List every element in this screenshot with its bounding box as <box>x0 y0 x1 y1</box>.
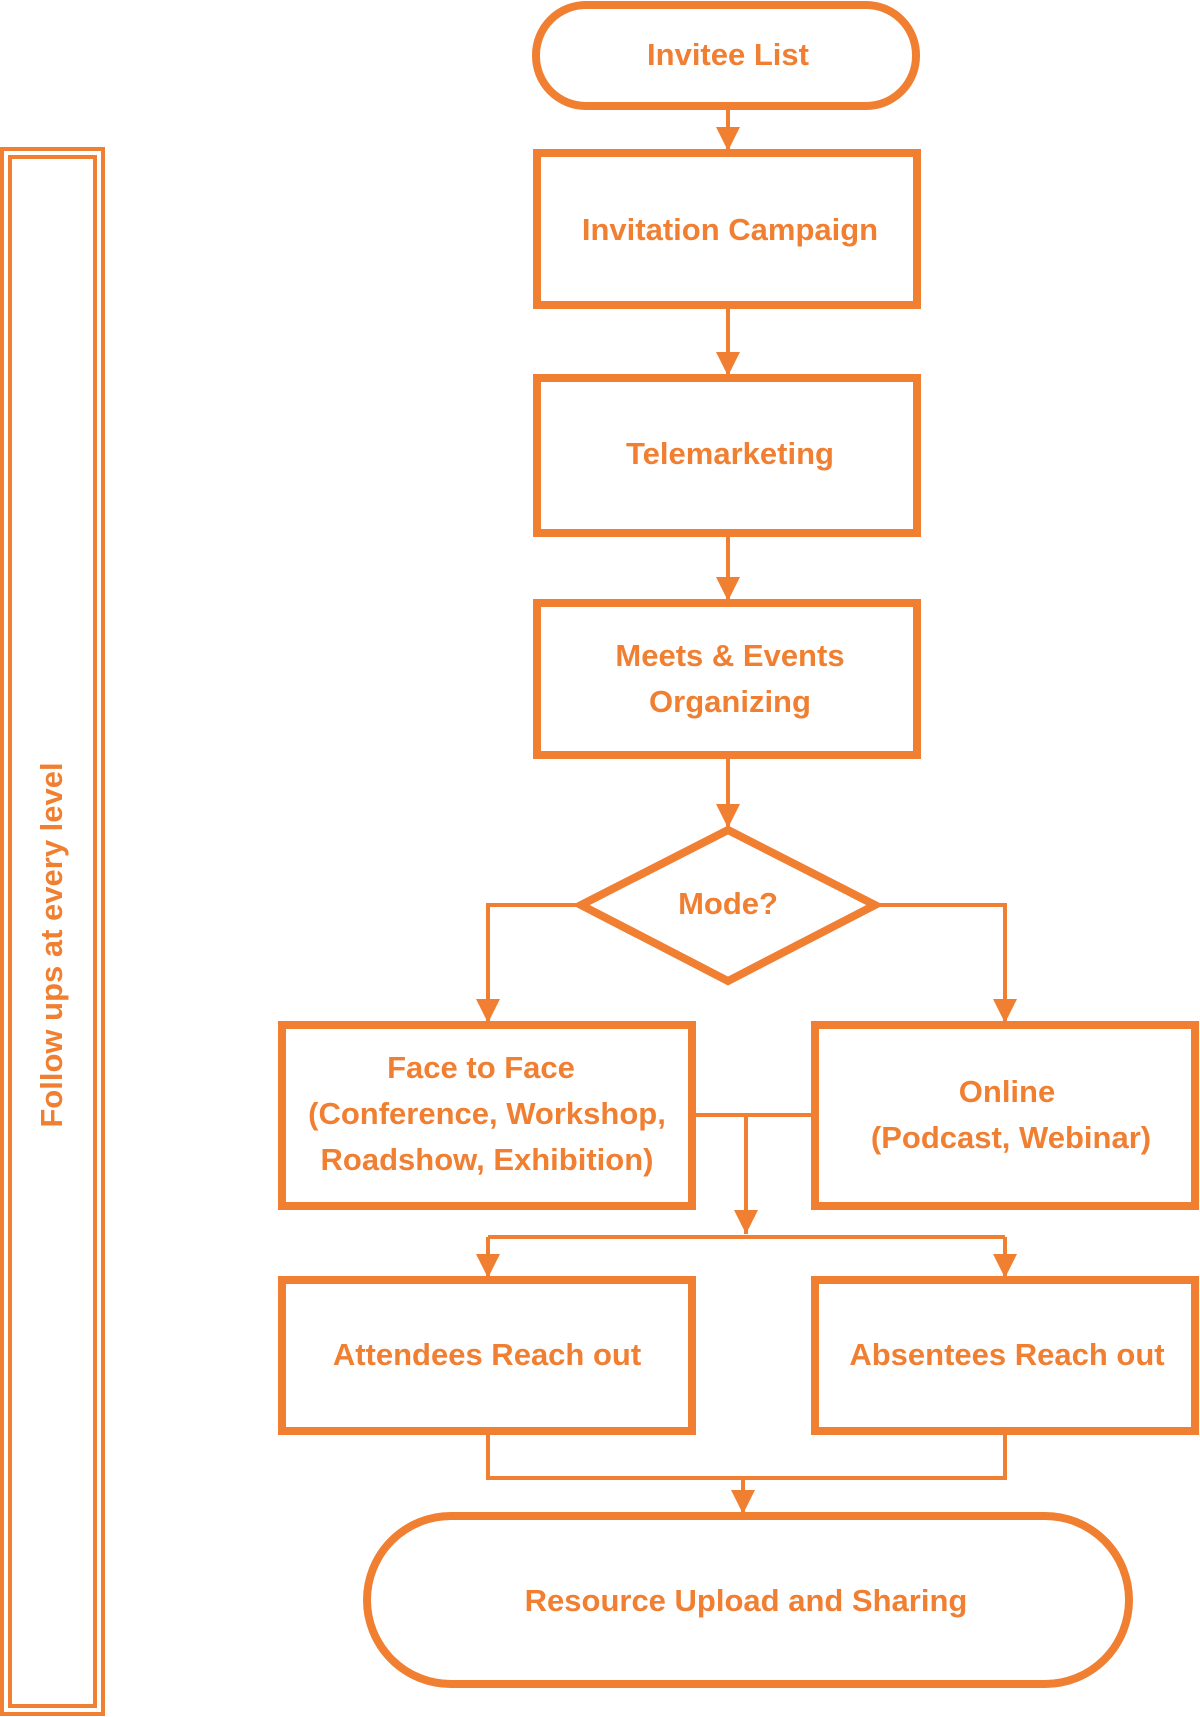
node-invitation-campaign: Invitation Campaign <box>533 149 921 309</box>
invitation-campaign-label: Invitation Campaign <box>582 212 878 247</box>
face-to-face-label-line2: (Conference, Workshop, <box>308 1096 666 1131</box>
online-label-line1: Online <box>959 1074 1055 1109</box>
edge-mode-to-online <box>875 903 1017 1023</box>
edge-mode-to-face-to-face <box>476 903 581 1023</box>
resource-upload-shape <box>363 1512 1133 1688</box>
node-invitee-list: Invitee List <box>532 1 920 110</box>
connectors <box>476 106 1017 1514</box>
invitee-list-label: Invitee List <box>647 37 809 72</box>
online-label-line2: (Podcast, Webinar) <box>871 1120 1151 1155</box>
absentees-reach-out-label: Absentees Reach out <box>849 1337 1164 1372</box>
meets-events-shape <box>533 599 921 759</box>
online-shape <box>811 1021 1199 1210</box>
node-absentees-reach-out: Absentees Reach out <box>811 1276 1199 1435</box>
side-panel-inner-border <box>8 155 97 1708</box>
mode-decision-shape <box>572 825 884 986</box>
face-to-face-label-line3: Roadshow, Exhibition) <box>321 1142 654 1177</box>
node-meets-events: Meets & Events Organizing <box>533 599 921 759</box>
node-resource-upload: Resource Upload and Sharing <box>363 1512 1133 1688</box>
node-attendees-reach-out: Attendees Reach out <box>278 1276 696 1435</box>
edge-attendees-to-join <box>486 1431 1007 1480</box>
meets-events-label-line1: Meets & Events <box>615 638 844 673</box>
attendees-reach-out-label: Attendees Reach out <box>333 1337 641 1372</box>
mode-decision-label: Mode? <box>678 886 778 921</box>
face-to-face-label-line1: Face to Face <box>387 1050 575 1085</box>
node-mode-decision: Mode? <box>572 825 884 986</box>
side-panel-followups: Follow ups at every level <box>0 147 105 1716</box>
side-panel-label: Follow ups at every level <box>34 762 69 1127</box>
node-face-to-face: Face to Face (Conference, Workshop, Road… <box>278 1021 696 1210</box>
resource-upload-label: Resource Upload and Sharing <box>525 1583 968 1618</box>
telemarketing-label: Telemarketing <box>626 436 834 471</box>
meets-events-label-line2: Organizing <box>649 684 811 719</box>
side-panel-outer-border <box>0 147 105 1716</box>
node-telemarketing: Telemarketing <box>533 374 921 537</box>
node-online: Online (Podcast, Webinar) <box>811 1021 1199 1210</box>
